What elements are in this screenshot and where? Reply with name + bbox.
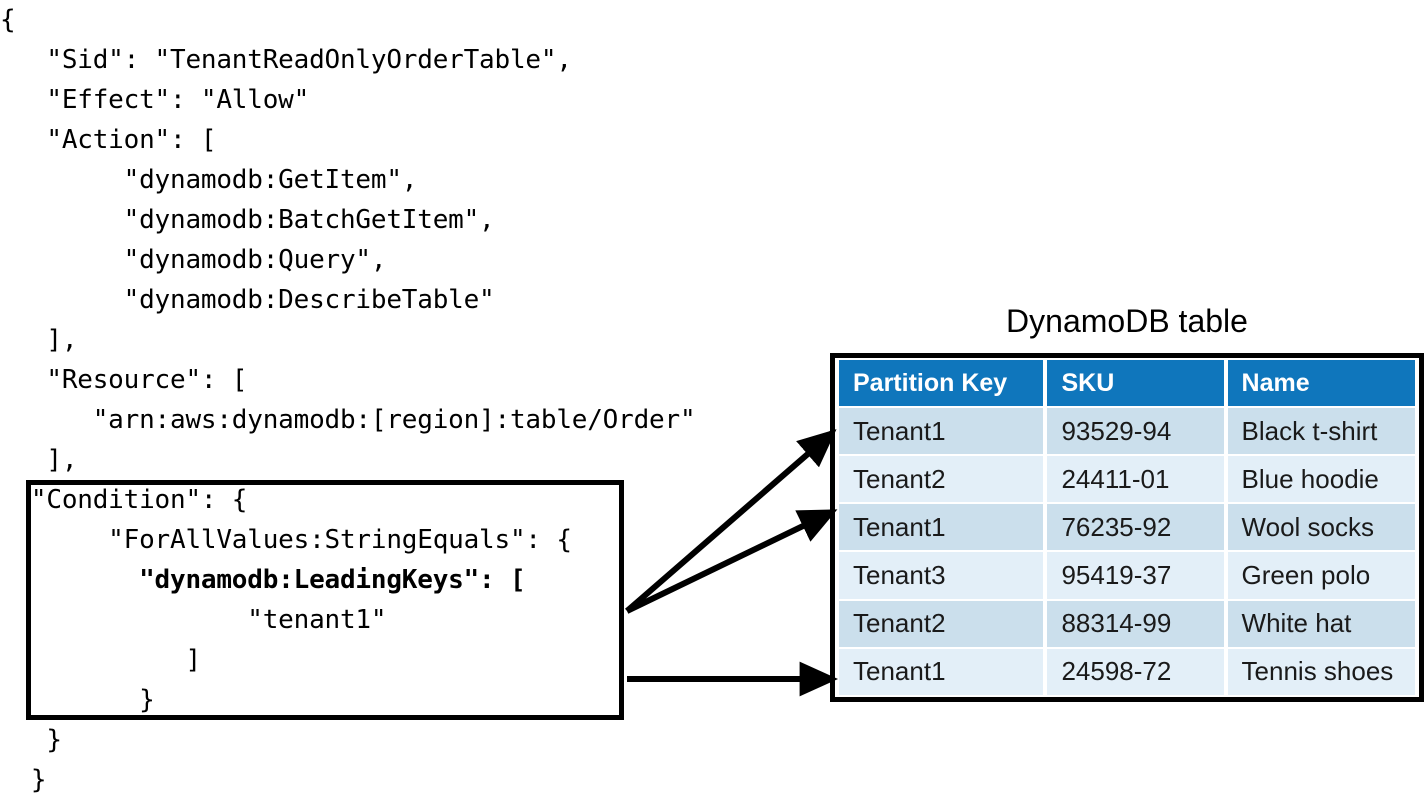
cell-name: White hat <box>1227 600 1415 647</box>
policy-code-line: "tenant1" <box>0 605 387 635</box>
policy-code-line: "Effect": "Allow" <box>0 85 310 115</box>
policy-code-line: } <box>0 725 62 755</box>
cell-sku: 93529-94 <box>1047 408 1224 455</box>
cell-partition-key: Tenant1 <box>839 648 1044 695</box>
cell-sku: 24411-01 <box>1047 456 1224 503</box>
cell-sku: 24598-72 <box>1047 648 1224 695</box>
policy-code-line: "ForAllValues:StringEquals": { <box>0 525 572 555</box>
cell-partition-key: Tenant3 <box>839 552 1044 599</box>
cell-sku: 88314-99 <box>1047 600 1224 647</box>
policy-code-line: "dynamodb:GetItem", <box>0 165 418 195</box>
cell-partition-key: Tenant1 <box>839 408 1044 455</box>
policy-code-line: "Action": [ <box>0 125 217 155</box>
cell-partition-key: Tenant1 <box>839 504 1044 551</box>
policy-code-line: } <box>0 685 155 715</box>
policy-code-line: { <box>0 5 16 35</box>
cell-name: Black t-shirt <box>1227 408 1415 455</box>
policy-code-line: "dynamodb:LeadingKeys": [ <box>0 565 526 595</box>
policy-code-line: "dynamodb:BatchGetItem", <box>0 205 495 235</box>
cell-name: Tennis shoes <box>1227 648 1415 695</box>
table-header-row: Partition Key SKU Name <box>839 360 1415 406</box>
policy-code-line: "dynamodb:Query", <box>0 245 387 275</box>
cell-partition-key: Tenant2 <box>839 456 1044 503</box>
policy-code-line: ], <box>0 325 78 355</box>
column-header-sku: SKU <box>1047 360 1224 406</box>
cell-sku: 76235-92 <box>1047 504 1224 551</box>
policy-code-line: "Resource": [ <box>0 365 248 395</box>
column-header-name: Name <box>1227 360 1415 406</box>
iam-policy-code: { "Sid": "TenantReadOnlyOrderTable", "Ef… <box>0 5 696 795</box>
cell-name: Blue hoodie <box>1227 456 1415 503</box>
policy-code-line: ] <box>0 645 201 675</box>
dynamodb-table-title: DynamoDB table <box>1006 303 1248 339</box>
policy-code-line: "dynamodb:DescribeTable" <box>0 285 495 315</box>
policy-code-line: "arn:aws:dynamodb:[region]:table/Order" <box>0 405 696 435</box>
cell-partition-key: Tenant2 <box>839 600 1044 647</box>
policy-code-line: "Condition": { <box>0 485 248 515</box>
policy-code-line: ], <box>0 445 78 475</box>
policy-code-line: } <box>0 765 47 795</box>
cell-sku: 95419-37 <box>1047 552 1224 599</box>
column-header-partition-key: Partition Key <box>839 360 1044 406</box>
cell-name: Green polo <box>1227 552 1415 599</box>
policy-code-line: "Sid": "TenantReadOnlyOrderTable", <box>0 45 572 75</box>
cell-name: Wool socks <box>1227 504 1415 551</box>
